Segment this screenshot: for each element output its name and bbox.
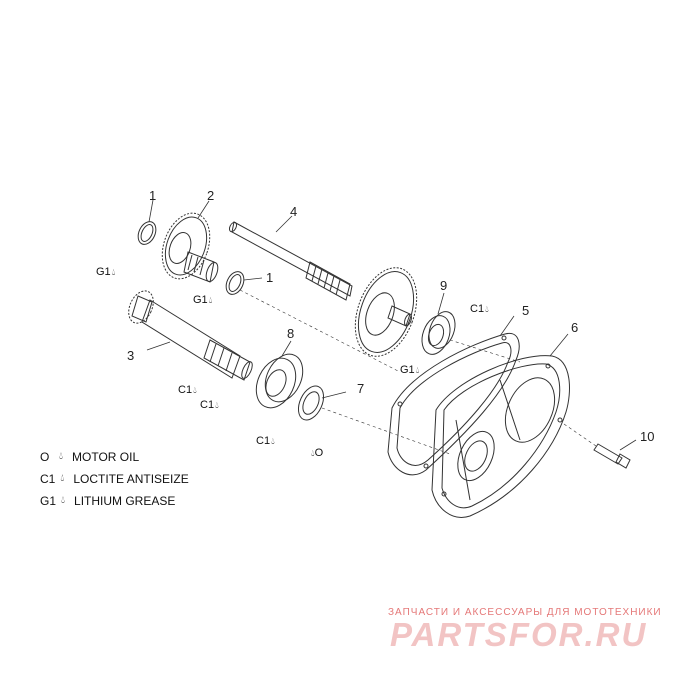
callout-1-lower: 1: [266, 270, 274, 285]
droplet-icon: 💧︎: [61, 495, 66, 506]
part-3-pinion-shaft: [128, 290, 253, 381]
legend-row-lithium-grease: G1 💧︎ LITHIUM GREASE: [40, 490, 189, 512]
part-1-ring-lower: [225, 271, 245, 295]
legend-row-loctite: C1 💧︎ LOCTITE ANTISEIZE: [40, 468, 189, 490]
part-10-bolt: [593, 443, 631, 469]
part-5-gasket: [387, 332, 520, 476]
droplet-icon: 💧︎: [60, 473, 65, 484]
droplet-icon: 💧︎: [415, 365, 420, 375]
callout-9: 9: [440, 278, 448, 293]
droplet-icon: 💧︎: [59, 451, 63, 462]
lubricant-legend: O 💧︎ MOTOR OIL C1 💧︎ LOCTITE ANTISEIZE G…: [40, 446, 189, 512]
lube-mark-g1-bearing9: G1💧︎: [400, 364, 420, 376]
droplet-icon: 💧︎: [215, 400, 219, 410]
part-6-cover: [431, 355, 570, 518]
callout-2: 2: [207, 188, 215, 203]
droplet-icon: 💧︎: [485, 304, 489, 314]
watermark-tagline: ЗАПЧАСТИ И АКСЕССУАРЫ ДЛЯ МОТОТЕХНИКИ: [388, 607, 662, 618]
part-8-bearing: [255, 353, 304, 409]
part-9-bearing: [421, 311, 456, 355]
callout-6: 6: [571, 320, 579, 335]
callout-7: 7: [357, 381, 365, 396]
leader-lines: [146, 199, 637, 451]
droplet-icon: 💧︎: [271, 436, 275, 446]
lube-mark-c1-shaft-a: C1💧︎: [178, 384, 197, 396]
legend-row-motor-oil: O 💧︎ MOTOR OIL: [40, 446, 189, 468]
part-2-gear: [161, 212, 219, 283]
part-1-ring-upper: [137, 221, 157, 245]
watermark-logo: PARTSFOR.RU: [390, 616, 648, 653]
droplet-icon: 💧︎: [208, 295, 213, 305]
callout-1-upper: 1: [149, 188, 157, 203]
lube-mark-o-seal7: 💧︎O: [311, 447, 324, 459]
lube-mark-c1-bearing9: C1💧︎: [470, 303, 489, 315]
droplet-icon: 💧︎: [311, 448, 315, 458]
lube-mark-c1-shaft-b: C1💧︎: [200, 399, 219, 411]
callout-5: 5: [522, 303, 530, 318]
callout-8: 8: [287, 326, 295, 341]
lube-mark-c1-bearing8: C1💧︎: [256, 435, 275, 447]
callout-10: 10: [640, 429, 655, 444]
callout-3: 3: [127, 348, 135, 363]
lube-mark-g1-gear: G1💧︎: [96, 266, 116, 278]
droplet-icon: 💧︎: [111, 267, 116, 277]
part-4-driven-shaft: [228, 221, 418, 357]
alignment-lines: [239, 289, 597, 455]
droplet-icon: 💧︎: [193, 385, 197, 395]
part-7-oil-seal: [297, 385, 325, 421]
lube-mark-g1-shaft: G1💧︎: [193, 294, 213, 306]
callout-4: 4: [290, 204, 298, 219]
